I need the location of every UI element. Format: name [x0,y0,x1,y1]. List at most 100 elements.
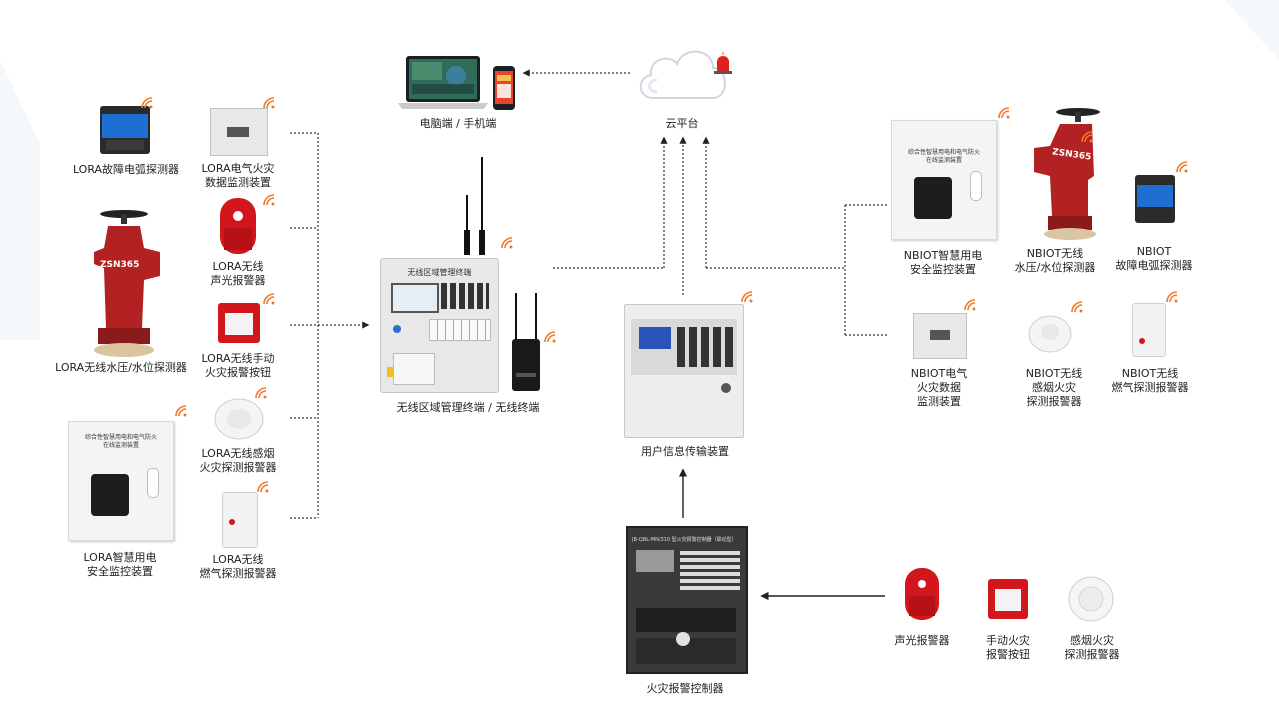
phone-icon [493,66,515,110]
wifi-icon [175,405,187,417]
lora-elec-fire-device [210,108,268,156]
lora-safety-handle [147,468,159,498]
nbiot-arc-label: NBIOT 故障电弧探测器 [1104,245,1204,273]
lora-sound-light-alarm [220,198,256,254]
lora-smoke-label: LORA无线感烟 火灾探测报警器 [188,447,288,475]
nbiot-arc-detector [1135,175,1175,223]
lora-elec-fire-label: LORA电气火灾 数据监测装置 [188,162,288,190]
terminal-keypad [441,283,489,309]
lora-gas-detector [222,492,258,548]
user-info-transmission-device [624,304,744,438]
nbiot-hydrant-line1: NBIOT无线 [1026,247,1084,260]
nbiot-smoke-line3: 探测报警器 [1026,395,1082,408]
laptop-icon [398,54,488,110]
lora-gas-line2: 燃气探测报警器 [199,567,277,580]
wifi-icon [1081,131,1093,143]
nbiot-gas-label: NBIOT无线 燃气探测报警器 [1100,367,1200,395]
hydrant-text: ZSN365 [100,260,140,270]
manual-line2: 报警按钮 [986,648,1030,661]
wifi-icon [544,331,556,343]
lora-sound-light-label: LORA无线 声光报警器 [188,260,288,288]
wireless-area-terminal: 无线区域管理终端 [380,258,499,393]
nbiot-elec-fire-line3: 监测装置 [917,395,961,408]
lora-sound-light-line2: 声光报警器 [210,274,266,287]
nbiot-hydrant-line2: 水压/水位探测器 [1014,261,1096,274]
nbiot-arc-line2: 故障电弧探测器 [1115,259,1193,272]
controller-printer [636,608,736,632]
lora-arc-label: LORA故障电弧探测器 [72,163,180,176]
lora-smoke-detector [214,398,264,440]
lora-elec-fire-line1: LORA电气火灾 [201,162,275,175]
nbiot-elec-fire-label: NBIOT电气 火灾数据 监测装置 [889,367,989,409]
smoke-line1: 感烟火灾 [1070,634,1114,647]
terminal-buttons [429,319,491,341]
smoke-line2: 探测报警器 [1064,648,1120,661]
lora-manual-line1: LORA无线手动 [201,352,275,365]
nbiot-safety-label: NBIOT智慧用电 安全监控装置 [893,249,993,277]
lora-sound-light-line1: LORA无线 [212,260,264,273]
terminal-display [391,283,439,313]
nbiot-safety-monitor: 综合性智慧用电和电气防火 在线监测装置 [891,120,997,240]
nbiot-gas-detector [1132,303,1166,357]
nbiot-safety-line1: NBIOT智慧用电 [903,249,983,262]
nbiot-gas-led [1139,338,1145,344]
controller-panel-text: JB-QBL-MN/310 型火灾报警控制器（联动型） [632,537,737,543]
nbiot-safety-line2: 安全监控装置 [910,263,976,276]
nbiot-elec-fire-line2: 火灾数据 [917,381,961,394]
controller-keys [680,550,740,590]
nbiot-smoke-line2: 感烟火灾 [1032,381,1076,394]
nbiot-gas-line1: NBIOT无线 [1121,367,1179,380]
lora-smoke-line1: LORA无线感烟 [201,447,275,460]
terminal-sticker [393,353,435,385]
din-rail-screen [227,127,249,137]
wifi-icon [741,291,753,303]
nbiot-safety-box-line1: 综合性智慧用电和电气防火 [907,149,980,156]
lora-gas-label: LORA无线 燃气探测报警器 [188,553,288,581]
wireless-terminal [510,293,542,393]
lora-manual-alarm-button [218,303,260,343]
manual-alarm-button [988,579,1028,619]
nbiot-hydrant-label: NBIOT无线 水压/水位探测器 [1005,247,1105,275]
nbiot-safety-box-line2: 在线监测装置 [925,157,962,164]
lora-safety-meter [91,474,129,516]
ccc-badge [676,632,690,646]
nbiot-safety-box-text: 综合性智慧用电和电气防火 在线监测装置 [892,149,996,165]
terminal-screen-title: 无线区域管理终端 [407,268,472,277]
wifi-icon [255,387,267,399]
lora-hydrant-label: LORA无线水压/水位探测器 [55,361,187,374]
nbiot-safety-meter [914,177,952,219]
lora-manual-label: LORA无线手动 火灾报警按钮 [188,352,288,380]
nbiot-smoke-line1: NBIOT无线 [1025,367,1083,380]
gas-detector-led [229,519,235,525]
lora-safety-label: LORA智慧用电 安全监控装置 [70,551,170,579]
controller-screen [636,550,674,572]
uit-buttons [677,327,733,367]
terminal-label: 无线区域管理终端 / 无线终端 [396,401,540,414]
lora-safety-box-line2: 在线监测装置 [102,442,139,449]
lora-safety-monitor: 综合性智慧用电和电气防火 在线监测装置 [68,421,174,541]
nbiot-hydrant-detector: ZSN365 [1030,106,1104,242]
lora-gas-line1: LORA无线 [212,553,264,566]
lora-hydrant-detector: ZSN365 [88,208,160,358]
lora-safety-box-line1: 综合性智慧用电和电气防火 [84,434,157,441]
fire-alarm-controller: JB-QBL-MN/310 型火灾报警控制器（联动型） [626,526,748,674]
nbiot-elec-fire-device [913,313,967,359]
lora-safety-box-text: 综合性智慧用电和电气防火 在线监测装置 [69,434,173,450]
manual-line1: 手动火灾 [986,634,1030,647]
wifi-icon [1176,161,1188,173]
lora-safety-line1: LORA智慧用电 [83,551,157,564]
nbiot-smoke-detector [1028,314,1072,354]
cloud-icon [635,40,730,105]
nbiot-din-screen [930,330,950,340]
pc-mobile-label: 电脑端 / 手机端 [419,117,497,130]
smoke-detector [1068,576,1114,622]
uit-label: 用户信息传输装置 [641,445,729,458]
lora-safety-line2: 安全监控装置 [87,565,153,578]
uit-led [721,383,731,393]
wifi-icon [964,299,976,311]
wifi-icon [1166,291,1178,303]
wifi-icon [257,481,269,493]
fire-controller-label: 火灾报警控制器 [646,682,724,695]
lora-manual-line2: 火灾报警按钮 [205,366,271,379]
